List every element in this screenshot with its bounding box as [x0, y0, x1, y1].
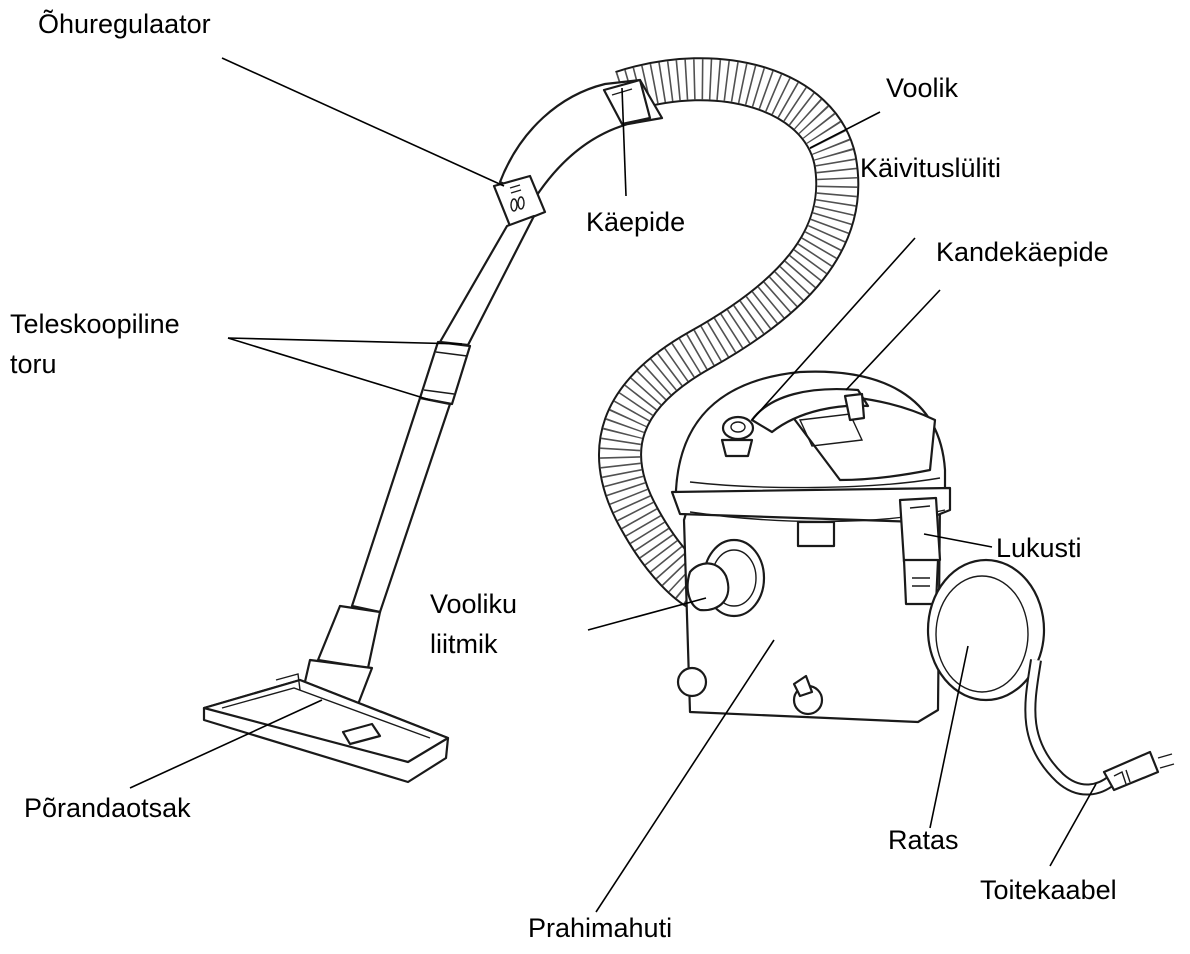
label-telescopic-tube-line1: Teleskoopiline	[10, 306, 180, 342]
label-air-regulator: Õhuregulaator	[38, 6, 211, 42]
label-wheel: Ratas	[888, 822, 959, 858]
wand-and-handle	[204, 80, 662, 782]
label-handle: Käepide	[586, 204, 685, 240]
leader-telescopic-2	[228, 338, 430, 400]
label-dust-container: Prahimahuti	[528, 910, 672, 946]
leader-carry-handle	[846, 290, 940, 390]
label-hose-connector-line2: liitmik	[430, 626, 498, 662]
label-telescopic-tube-line2: toru	[10, 346, 57, 382]
label-power-switch: Käivituslüliti	[860, 150, 1001, 186]
leader-power-cable	[1050, 784, 1096, 866]
label-latch: Lukusti	[996, 530, 1082, 566]
label-power-cable: Toitekaabel	[980, 872, 1117, 908]
label-hose-connector-line1: Vooliku	[430, 586, 517, 622]
leader-telescopic-1	[228, 338, 462, 344]
label-carry-handle: Kandekäepide	[936, 234, 1109, 270]
leader-air-regulator	[222, 58, 504, 186]
label-hose: Voolik	[886, 70, 958, 106]
power-cable	[1030, 660, 1174, 790]
label-floor-nozzle: Põrandaotsak	[24, 790, 191, 826]
